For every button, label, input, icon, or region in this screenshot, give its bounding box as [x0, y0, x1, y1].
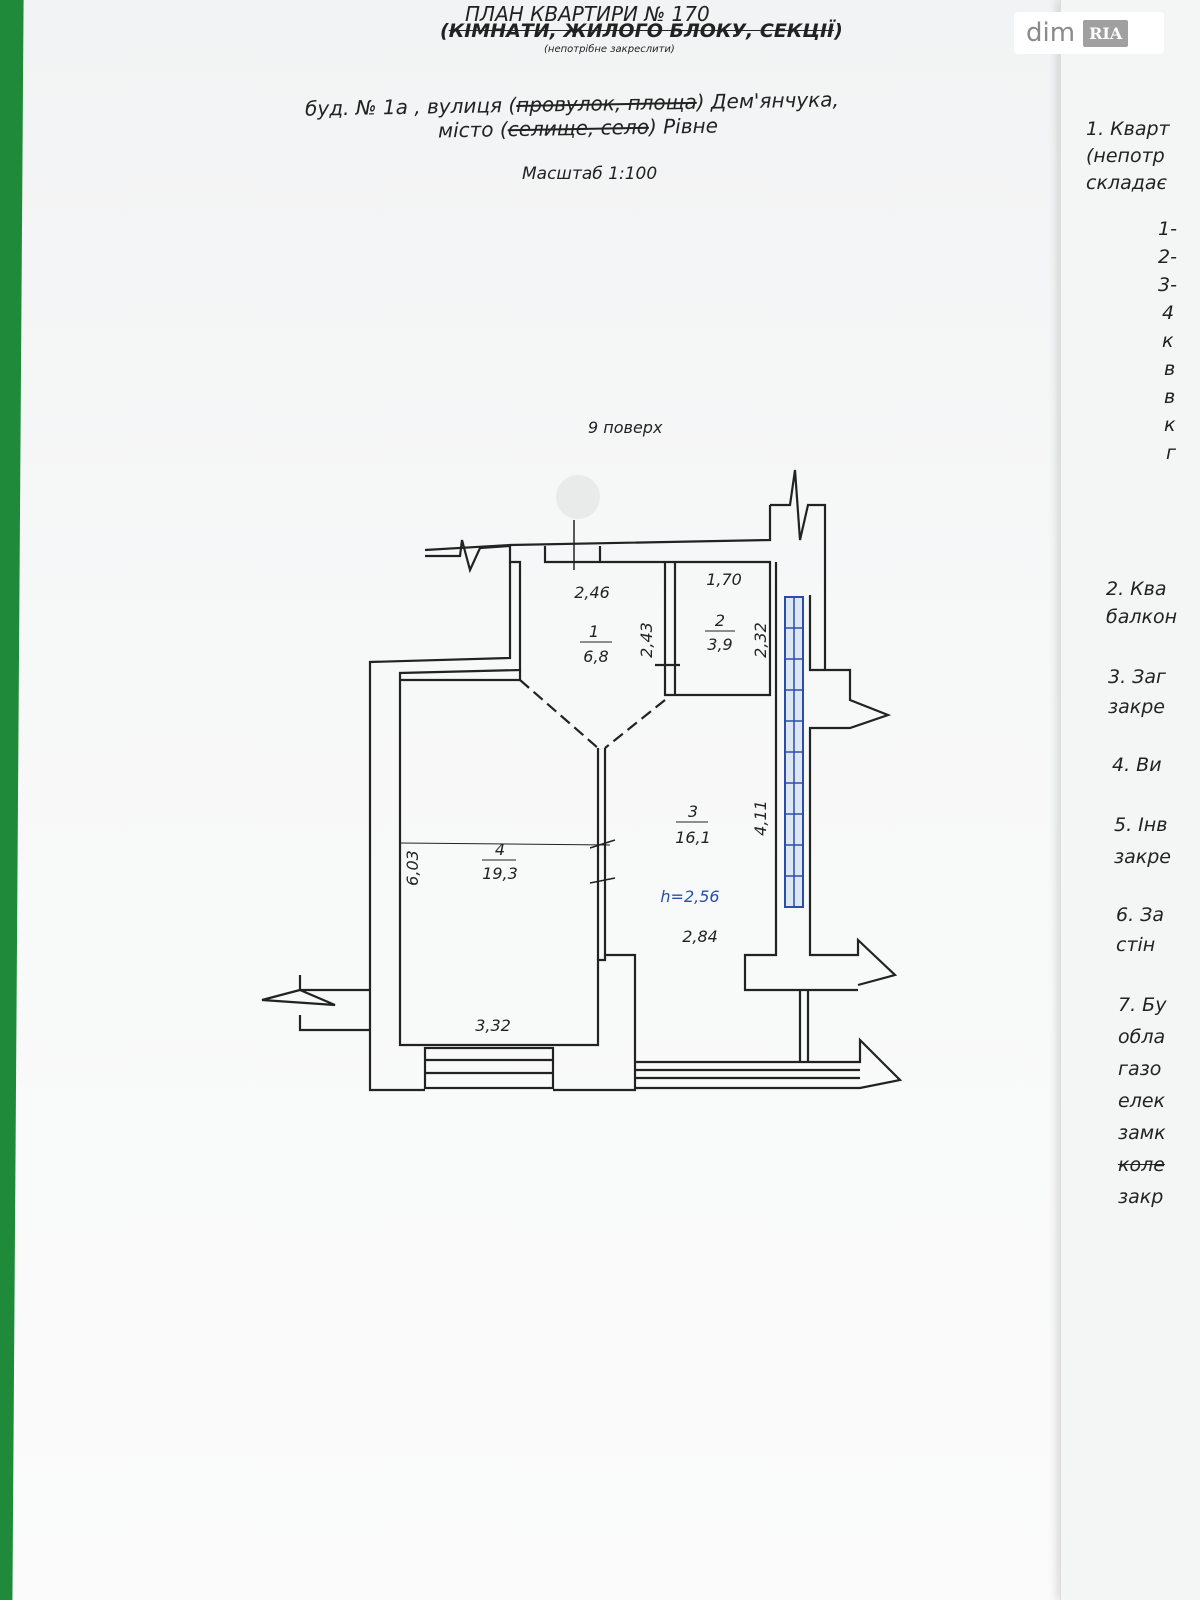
- right-page-line: закре: [1108, 696, 1165, 718]
- room-3-label: 3 16,1: [675, 802, 711, 847]
- right-page-line: 5. Інв: [1114, 814, 1168, 836]
- walls: [261, 469, 903, 1092]
- right-page-line: 3-: [1158, 274, 1177, 296]
- right-page-line: 1-: [1158, 218, 1177, 240]
- room-1-label: 1 6,8: [580, 622, 612, 666]
- dimension-label: 3,32: [475, 1016, 511, 1035]
- right-page-line: 2-: [1158, 246, 1177, 268]
- room-number: 2: [715, 611, 725, 630]
- room-2-label: 2 3,9: [705, 611, 735, 654]
- dimension-label: 6,03: [403, 850, 422, 886]
- balcony-glazing: [784, 596, 804, 908]
- dimria-watermark: dim RIA: [1014, 12, 1164, 54]
- right-page-line: складає: [1086, 172, 1167, 194]
- right-page-line: 4: [1162, 302, 1175, 324]
- room-area: 6,8: [583, 647, 608, 666]
- right-page-line: елек: [1118, 1090, 1165, 1112]
- right-page-line: коле: [1118, 1154, 1165, 1176]
- right-page-line: 4. Ви: [1112, 754, 1162, 776]
- right-page-line: газо: [1118, 1058, 1162, 1080]
- right-page-line: балкон: [1106, 606, 1178, 628]
- dimension-label: 2,43: [637, 622, 656, 658]
- dimension-label: 2,84: [682, 927, 718, 946]
- right-page-line: г: [1166, 442, 1176, 464]
- room-number: 4: [495, 840, 505, 859]
- right-page-line: закр: [1118, 1186, 1164, 1208]
- dimension-label: 2,32: [751, 622, 770, 658]
- paren: (: [440, 20, 449, 42]
- blurred-marker: [556, 475, 600, 519]
- right-page-line: стін: [1116, 934, 1156, 956]
- right-page-line: 2. Ква: [1106, 578, 1167, 600]
- right-page-line: закре: [1114, 846, 1171, 868]
- plan-subtitle: (КІМНАТИ, ЖИЛОГО БЛОКУ, СЕКЦІЇ): [440, 20, 843, 42]
- second-document-page: [1060, 0, 1200, 1600]
- right-page-line: 7. Бу: [1118, 994, 1167, 1016]
- right-page-line: к: [1162, 330, 1174, 352]
- dimension-label: 1,70: [706, 570, 742, 589]
- right-page-line: к: [1164, 414, 1176, 436]
- struck-subtitle: КІМНАТИ, ЖИЛОГО БЛОКУ, СЕКЦІЇ: [448, 20, 835, 42]
- paren: ): [834, 20, 843, 42]
- right-page-line: обла: [1118, 1026, 1166, 1048]
- room-area: 16,1: [675, 828, 711, 847]
- right-page-line: 1. Кварт: [1086, 118, 1170, 140]
- room-number: 1: [589, 622, 599, 641]
- right-page-line: (непотр: [1086, 145, 1165, 167]
- scale-label: Масштаб 1:100: [522, 164, 658, 184]
- room-area: 19,3: [482, 864, 518, 883]
- strike-note: (непотрібне закреслити): [544, 44, 675, 55]
- plan-title: ПЛАН КВАРТИРИ № 170: [465, 2, 710, 26]
- right-page-line: 6. За: [1116, 904, 1164, 926]
- room-number: 3: [688, 802, 698, 821]
- dimension-label: 2,46: [574, 583, 610, 602]
- room-area: 3,9: [707, 635, 732, 654]
- right-page-line: замк: [1118, 1122, 1166, 1144]
- right-page-line: 3. Заг: [1108, 666, 1166, 688]
- right-page-line: в: [1164, 386, 1176, 408]
- ceiling-height: h=2,56: [660, 887, 719, 906]
- room-4-label: 4 19,3: [482, 840, 518, 883]
- dimension-label: 4,11: [751, 800, 770, 836]
- watermark-badge: RIA: [1083, 19, 1129, 47]
- floor-label: 9 поверх: [588, 418, 663, 437]
- watermark-text: dim: [1026, 18, 1076, 48]
- right-page-line: в: [1164, 358, 1176, 380]
